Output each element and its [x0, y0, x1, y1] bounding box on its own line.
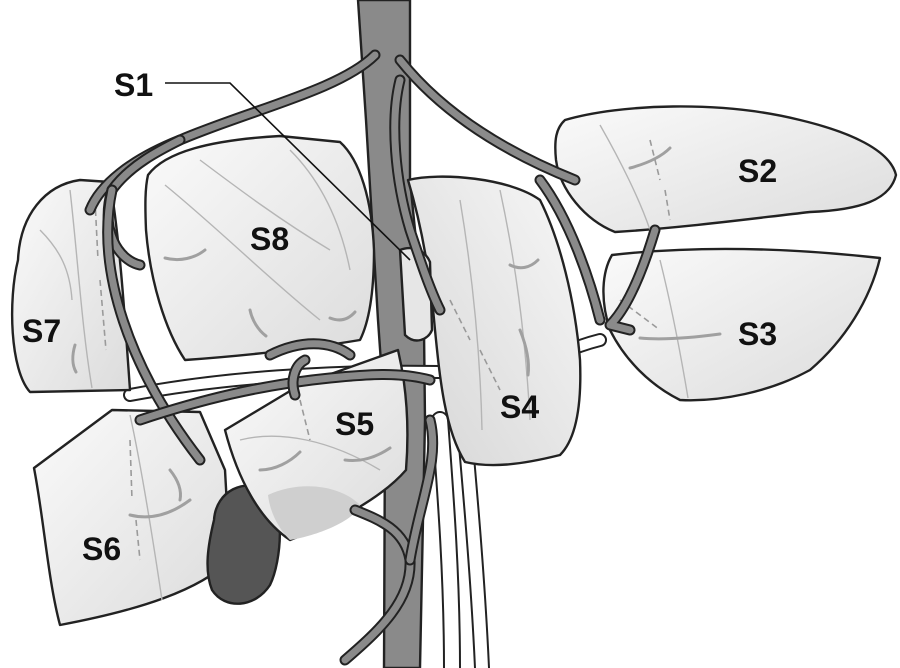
segment-s3 — [602, 247, 882, 402]
segment-s8 — [144, 134, 376, 362]
segment-s4 — [406, 175, 582, 467]
segment-labels: S1 S2 S3 S4 S5 S6 S7 S8 — [22, 67, 777, 567]
label-s6: S6 — [82, 531, 121, 567]
s1-leader-line — [165, 82, 411, 261]
label-s7: S7 — [22, 313, 61, 349]
label-s8: S8 — [250, 221, 289, 257]
label-s5: S5 — [335, 406, 374, 442]
segment-s6 — [32, 408, 232, 627]
label-s4: S4 — [500, 389, 539, 425]
segment-s2 — [554, 105, 898, 234]
hepatic-vessels — [84, 49, 661, 666]
segment-s5 — [223, 348, 409, 542]
segment-s7 — [10, 178, 132, 394]
label-s2: S2 — [738, 153, 777, 189]
label-s1: S1 — [114, 67, 153, 103]
label-s3: S3 — [738, 316, 777, 352]
